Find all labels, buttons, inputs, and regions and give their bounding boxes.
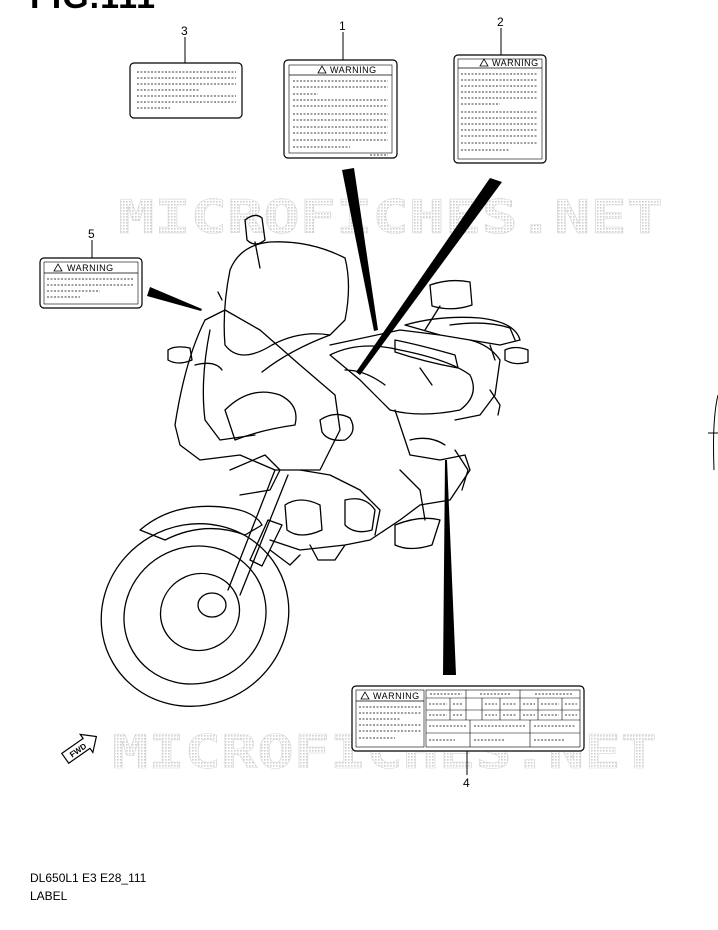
callout-2: 2 [497, 15, 504, 29]
label-2: WARNING [453, 28, 547, 164]
callout-4: 4 [463, 776, 470, 790]
label-1: WARNING [283, 32, 398, 159]
svg-text:WARNING: WARNING [373, 691, 420, 701]
model-code: DL650L1 E3 E28_111 [30, 871, 147, 885]
svg-text:WARNING: WARNING [67, 263, 114, 273]
pointer-wedges [147, 168, 502, 675]
callout-1: 1 [339, 19, 346, 33]
label-5: WARNING [39, 240, 143, 309]
callout-3: 3 [181, 24, 188, 38]
svg-text:WARNING: WARNING [330, 65, 377, 75]
label-3 [129, 37, 243, 119]
part-name: LABEL [30, 889, 68, 903]
motorcycle-drawing [100, 214, 529, 707]
label-4: WARNING [351, 685, 585, 775]
fwd-arrow-icon: FWD [60, 733, 98, 765]
callout-5: 5 [88, 227, 95, 241]
watermark-top: MICROFICHES.NET [118, 190, 663, 244]
svg-text:WARNING: WARNING [492, 58, 539, 68]
edge-marks [708, 394, 718, 471]
watermark-bottom: MICROFICHES.NET [112, 725, 657, 779]
figure-title: FIG.111 [30, 0, 156, 17]
